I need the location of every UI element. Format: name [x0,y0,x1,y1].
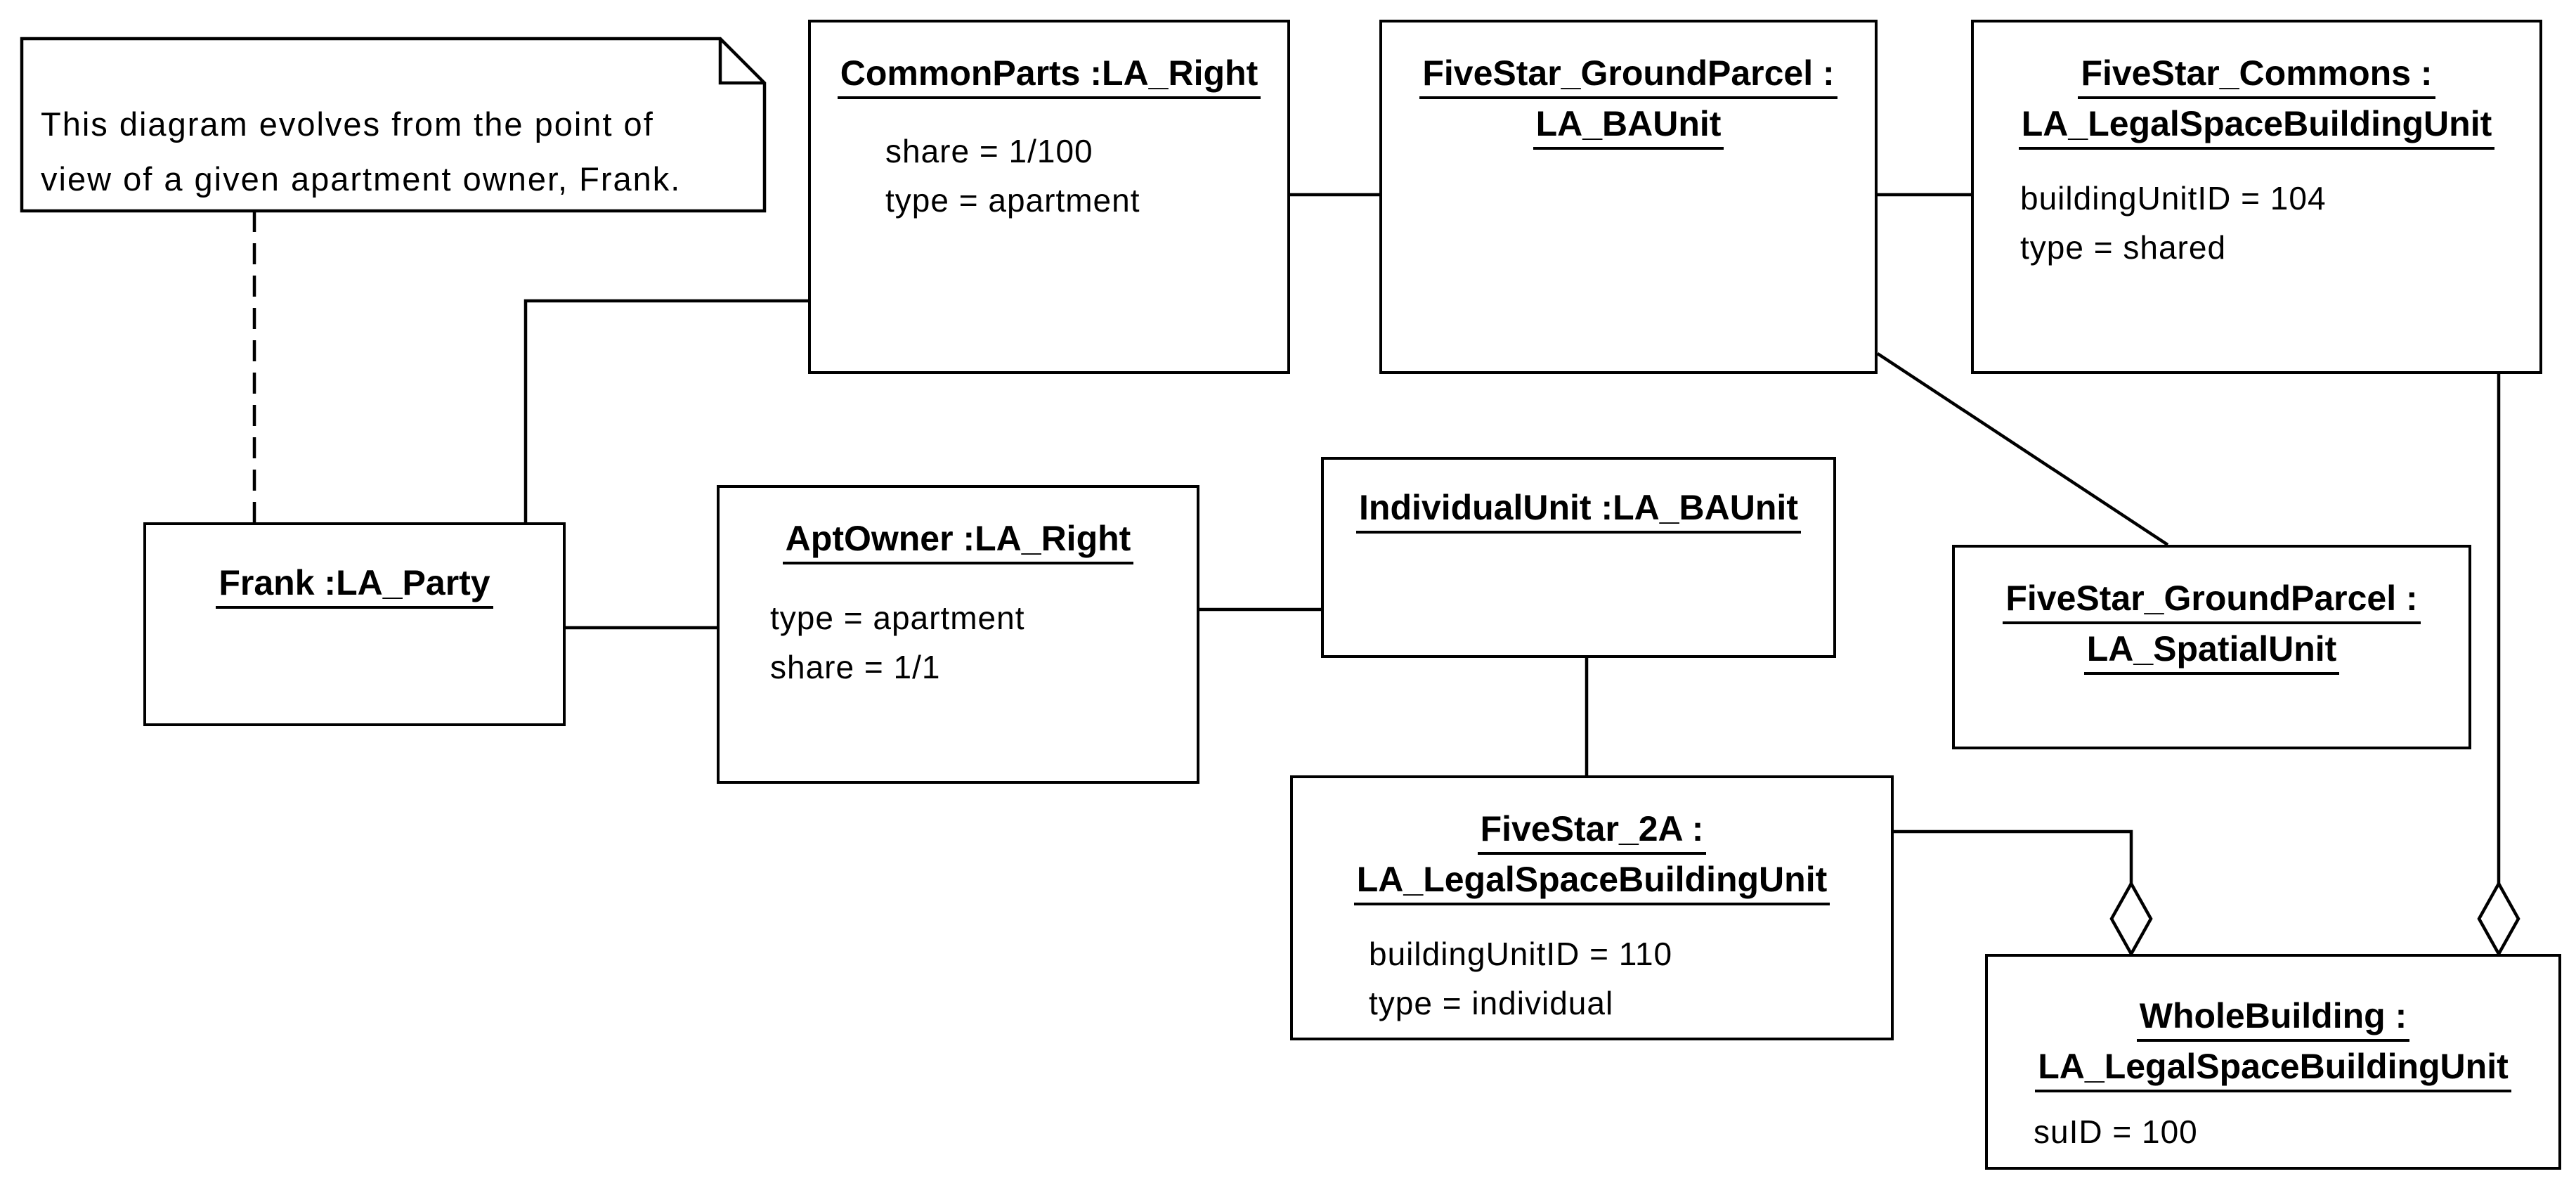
attribute: buildingUnitID = 104 [2020,180,2327,217]
attribute: type = apartment [885,182,1140,219]
object-title: FiveStar_GroundParcel : [1419,51,1837,99]
groundparcel-spatial-object[interactable]: FiveStar_GroundParcel : LA_SpatialUnit [1952,545,2471,749]
individualunit-object[interactable]: IndividualUnit :LA_BAUnit [1321,457,1836,658]
object-title: Frank :LA_Party [216,560,493,609]
object-title: WholeBuilding : [2136,993,2410,1042]
attribute: share = 1/100 [885,133,1093,169]
object-attributes: suID = 100 [2034,1107,2198,1156]
note-text: This diagram evolves from the point of v… [41,97,681,207]
object-title: FiveStar_GroundParcel : [2003,576,2421,624]
wholebuilding-object[interactable]: WholeBuilding : LA_LegalSpaceBuildingUni… [1985,954,2561,1170]
aggregation-diamond-icon [2109,880,2153,957]
aggregation-diamond-icon [2477,880,2520,957]
note-shape [20,37,767,213]
object-attributes: buildingUnitID = 110 type = individual [1369,929,1672,1028]
aptowner-object[interactable]: AptOwner :LA_Right type = apartment shar… [717,485,1199,784]
attribute: suID = 100 [2034,1113,2198,1150]
groundparcel-baunit-object[interactable]: FiveStar_GroundParcel : LA_BAUnit [1379,20,1878,374]
object-attributes: share = 1/100 type = apartment [885,127,1140,225]
object-attributes: type = apartment share = 1/1 [770,593,1024,692]
commons-object[interactable]: FiveStar_Commons : LA_LegalSpaceBuilding… [1971,20,2542,374]
link-groundparcel-spatial [1876,352,2169,546]
object-title: LA_SpatialUnit [2083,626,2340,675]
attribute: buildingUnitID = 110 [1369,936,1673,972]
link-frank-commonparts [523,299,808,522]
fivestar2a-object[interactable]: FiveStar_2A : LA_LegalSpaceBuildingUnit … [1290,775,1894,1040]
attribute: type = individual [1369,985,1614,1021]
object-title: LA_BAUnit [1533,101,1724,150]
note-fold-icon [718,39,765,85]
object-title: AptOwner :LA_Right [782,516,1134,564]
frank-object[interactable]: Frank :LA_Party [143,522,566,726]
object-title: LA_LegalSpaceBuildingUnit [2035,1044,2511,1092]
object-title: FiveStar_Commons : [2078,51,2435,99]
attribute: share = 1/1 [770,649,941,685]
object-title: IndividualUnit :LA_BAUnit [1356,485,1801,534]
object-title: CommonParts :LA_Right [837,51,1261,99]
attribute: type = shared [2020,229,2227,266]
object-attributes: buildingUnitID = 104 type = shared [2020,174,2327,272]
object-title: LA_LegalSpaceBuildingUnit [2018,101,2495,150]
object-title: LA_LegalSpaceBuildingUnit [1353,857,1830,905]
commonparts-object[interactable]: CommonParts :LA_Right share = 1/100 type… [808,20,1290,374]
object-title: FiveStar_2A : [1477,806,1707,855]
link-fivestar2a-wholebuilding [1894,829,2133,884]
attribute: type = apartment [770,600,1025,636]
note-line: view of a given apartment owner, Frank. [41,160,682,198]
note-line: This diagram evolves from the point of [41,105,654,143]
